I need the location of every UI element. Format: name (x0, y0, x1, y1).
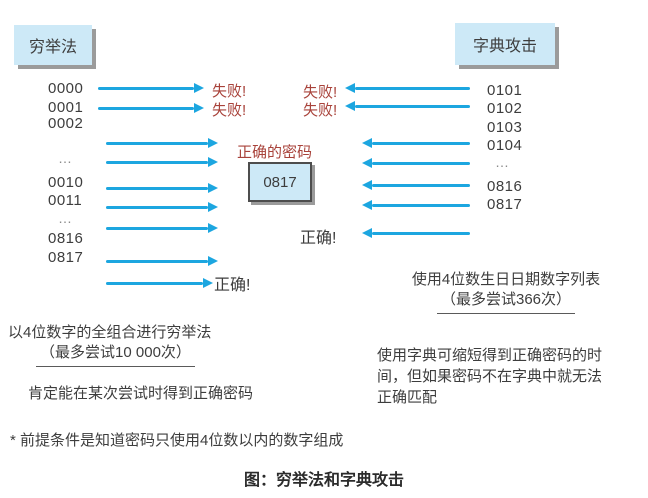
dict-attempt-0101: 0101 (487, 82, 523, 99)
brute-force-comment: 肯定能在某次尝试时得到正确密码 (28, 385, 254, 402)
right-arrow-icon (106, 223, 218, 233)
right-arrow-icon (106, 183, 218, 193)
bf-ellipsis-1: … (58, 150, 74, 166)
bf-fail-label-2: 失败! (212, 102, 247, 119)
right-arrow-icon (106, 278, 213, 288)
left-arrow-icon (345, 101, 470, 111)
right-arrow-icon (106, 138, 218, 148)
dictionary-comment-line2: 间，但如果密码不在字典中就无法 (377, 368, 603, 385)
brute-force-title-box: 穷举法 (14, 25, 92, 65)
bf-attempt-0816: 0816 (48, 230, 84, 247)
correct-password-box: 0817 (248, 162, 312, 202)
bf-attempt-0001: 0001 (48, 99, 84, 116)
dictionary-comment-line3: 正确匹配 (377, 389, 438, 406)
bf-success-label: 正确! (214, 277, 251, 294)
dict-attempt-0816: 0816 (487, 178, 523, 195)
right-arrow-icon (106, 202, 218, 212)
brute-force-method-line1: 以4位数字的全组合进行穷举法 (8, 324, 212, 341)
footnote: * 前提条件是知道密码只使用4位数以内的数字组成 (10, 432, 344, 449)
bf-ellipsis-2: … (58, 210, 74, 226)
right-arrow-icon (106, 157, 218, 167)
dictionary-method-note: 使用4位数生日日期数字列表 （最多尝试366次） (380, 270, 632, 314)
bf-attempt-0002: 0002 (48, 115, 84, 132)
dictionary-attack-title-box: 字典攻击 (455, 23, 555, 65)
right-arrow-icon (98, 83, 204, 93)
dict-attempt-0102: 0102 (487, 100, 523, 117)
dict-ellipsis: … (495, 154, 511, 170)
left-arrow-icon (362, 228, 470, 238)
dict-fail-label-2: 失败! (303, 102, 338, 119)
dictionary-method-line1: 使用4位数生日日期数字列表 (411, 271, 601, 288)
dictionary-comment: 使用字典可缩短得到正确密码的时 间，但如果密码不在字典中就无法 正确匹配 (377, 345, 602, 408)
dict-attempt-0817: 0817 (487, 196, 523, 213)
left-arrow-icon (362, 138, 470, 148)
dict-fail-label-1: 失败! (303, 84, 338, 101)
brute-force-method-line2: （最多尝试10 000次） (36, 343, 195, 367)
right-arrow-icon (98, 103, 204, 113)
bf-fail-label-1: 失败! (212, 83, 247, 100)
left-arrow-icon (362, 158, 470, 168)
correct-password-label: 正确的密码 (237, 144, 313, 161)
bf-attempt-0817: 0817 (48, 249, 84, 266)
brute-force-title: 穷举法 (28, 39, 77, 56)
left-arrow-icon (362, 200, 470, 210)
dictionary-attack-title: 字典攻击 (472, 38, 537, 55)
dictionary-comment-line1: 使用字典可缩短得到正确密码的时 (377, 347, 603, 364)
left-arrow-icon (345, 83, 470, 93)
figure-caption: 图：穷举法和字典攻击 (243, 472, 404, 489)
right-arrow-icon (106, 256, 218, 266)
correct-password-value: 0817 (263, 173, 297, 191)
dict-attempt-0104: 0104 (487, 137, 523, 154)
bf-attempt-0000: 0000 (48, 80, 84, 97)
dict-success-label: 正确! (300, 230, 337, 247)
dict-attempt-0103: 0103 (487, 119, 523, 136)
bf-attempt-0011: 0011 (48, 192, 83, 209)
dictionary-method-line2: （最多尝试366次） (436, 290, 576, 314)
brute-force-method-note: 以4位数字的全组合进行穷举法 （最多尝试10 000次） (8, 323, 223, 367)
bf-attempt-0010: 0010 (48, 174, 84, 191)
left-arrow-icon (362, 180, 470, 190)
